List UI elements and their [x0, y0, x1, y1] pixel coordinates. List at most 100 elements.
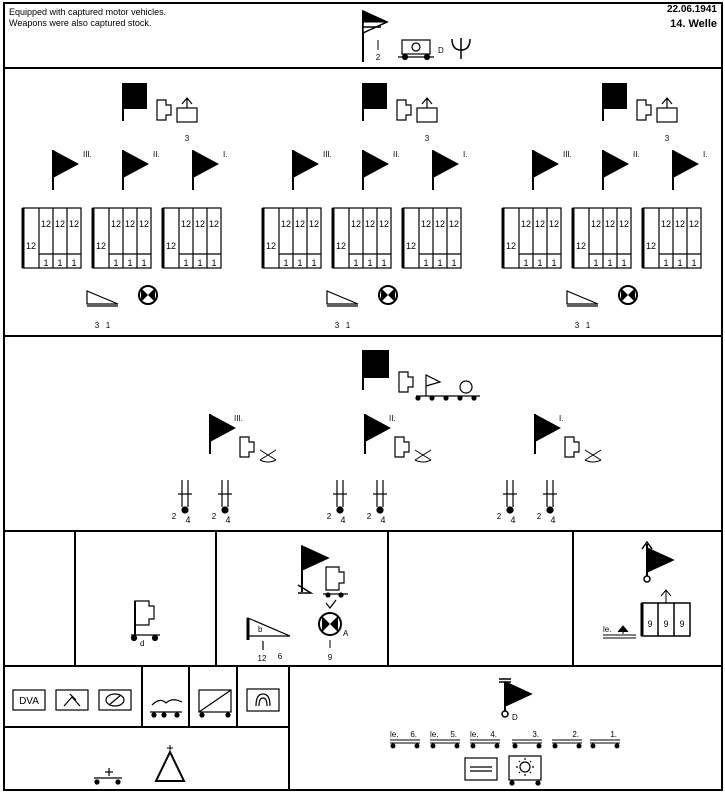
rifle-company-number: 12: [209, 219, 219, 229]
infantry-gun-count: 1: [106, 321, 111, 330]
battalion-numeral: I.: [703, 150, 707, 159]
battalion-flag: [192, 150, 219, 190]
rifle-company-number: 12: [351, 219, 361, 229]
column-prefix: le.: [390, 730, 398, 739]
engineer-column-bars: [603, 625, 636, 639]
rifle-company-number: 12: [549, 219, 559, 229]
antitank-company-icon: [138, 285, 158, 305]
company-vehicle-count: 1: [57, 258, 62, 268]
company-vehicle-count: 1: [283, 258, 288, 268]
artillery-battalion-flag: [209, 414, 236, 454]
field-gun-icon: [373, 480, 387, 514]
battalion-company-box: [331, 207, 392, 269]
antitank-gun-icon: [246, 617, 291, 650]
rifle-company-number: 12: [661, 219, 671, 229]
telephone-cable-icon: [584, 449, 602, 463]
recon-vehicle-icon: [323, 566, 348, 598]
column-bars: [390, 739, 420, 749]
battalion-numeral: I.: [463, 150, 467, 159]
company-vehicle-count: 1: [311, 258, 316, 268]
battalion-numeral: III.: [83, 150, 92, 159]
battalion-company-box: [501, 207, 562, 269]
gun-strength: 2: [172, 512, 177, 521]
infantry-gun-icon: [566, 290, 599, 307]
battalion-company-box: [571, 207, 632, 269]
gun-count: 4: [185, 515, 190, 525]
infantry-gun-count: 3: [335, 321, 340, 330]
rifle-company-number: 12: [125, 219, 135, 229]
column-bars: [512, 739, 542, 749]
rifle-company-number: 12: [309, 219, 319, 229]
dva-label: DVA: [19, 696, 39, 707]
fuel-box: [464, 757, 498, 781]
infantry-regiments: 3III.12121121121II.12121121121I.12121121…: [21, 83, 707, 330]
gun-strength: 2: [212, 512, 217, 521]
infantry-gun-count: 1: [346, 321, 351, 330]
company-vehicle-count: 1: [523, 258, 528, 268]
company-vehicle-count: 1: [551, 258, 556, 268]
company-vehicle-count: 1: [197, 258, 202, 268]
engineer-count-3: 9: [679, 619, 684, 629]
mg-company-number: 12: [576, 241, 586, 251]
header-note-1: Equipped with captured motor vehicles.: [9, 7, 167, 17]
engineer-count-2: 9: [663, 619, 668, 629]
rifle-company-number: 12: [181, 219, 191, 229]
battalion-numeral: II.: [393, 150, 400, 159]
battalion-flag: [532, 150, 559, 190]
regiment-hq-vehicle: [636, 99, 652, 121]
battalion-flag: [52, 150, 79, 190]
rifle-company-number: 12: [619, 219, 629, 229]
rifle-company-number: 12: [41, 219, 51, 229]
column-number: 5.: [450, 730, 457, 739]
battalion-flag: [122, 150, 149, 190]
company-vehicle-count: 1: [607, 258, 612, 268]
telephone-cable-icon: [414, 449, 432, 463]
regiment-hq-strength: 3: [425, 134, 430, 143]
company-vehicle-count: 1: [437, 258, 442, 268]
gun-strength: 2: [367, 512, 372, 521]
company-vehicle-count: 1: [593, 258, 598, 268]
supply-column: 1.: [590, 730, 620, 749]
field-post-box: [246, 688, 280, 712]
company-vehicle-count: 1: [113, 258, 118, 268]
antitank-letter: b: [258, 625, 263, 634]
gun-strength: 2: [497, 512, 502, 521]
supply-columns: le.6.le.5.le.4.3.2.1.: [390, 730, 620, 749]
supply-hq-flag: [499, 678, 533, 718]
antitank-count: 6: [278, 652, 283, 661]
rifle-company-number: 12: [69, 219, 79, 229]
company-vehicle-count: 1: [677, 258, 682, 268]
artillery-battalion-numeral: I.: [559, 414, 563, 423]
rifle-company-number: 12: [365, 219, 375, 229]
column-bars: [470, 739, 500, 749]
signal-icon: [451, 38, 471, 59]
supply-letter: d: [140, 639, 144, 648]
field-gun-icon: [543, 480, 557, 514]
field-hospital-icon: [154, 745, 186, 782]
regiment-hq-strength: 3: [185, 134, 190, 143]
column-number: 3.: [532, 730, 539, 739]
regiment-staff-box: [176, 97, 198, 123]
recon-strength: 9: [328, 653, 333, 662]
company-vehicle-count: 1: [691, 258, 696, 268]
wave-label: 14. Welle: [670, 18, 717, 30]
rifle-company-number: 12: [535, 219, 545, 229]
rifle-company-number: 12: [591, 219, 601, 229]
antitank-strength: 12: [258, 654, 267, 663]
recon-hq-flag: [297, 544, 330, 594]
battalion-numeral: III.: [323, 150, 332, 159]
supply-column: 3.: [512, 730, 542, 749]
medical-box: [55, 689, 89, 711]
rifle-company-number: 12: [689, 219, 699, 229]
field-gun-icon: [503, 480, 517, 514]
dva-box: [12, 689, 46, 711]
recon-battalion-icon: [318, 599, 342, 648]
company-vehicle-count: 1: [537, 258, 542, 268]
artillery-battalion-numeral: II.: [389, 414, 396, 423]
company-vehicle-count: 1: [381, 258, 386, 268]
mg-company-number: 12: [336, 241, 346, 251]
battalion-flag: [602, 150, 629, 190]
supply-column: le.5.: [430, 730, 460, 749]
rifle-company-number: 12: [139, 219, 149, 229]
gun-count: 4: [510, 515, 515, 525]
